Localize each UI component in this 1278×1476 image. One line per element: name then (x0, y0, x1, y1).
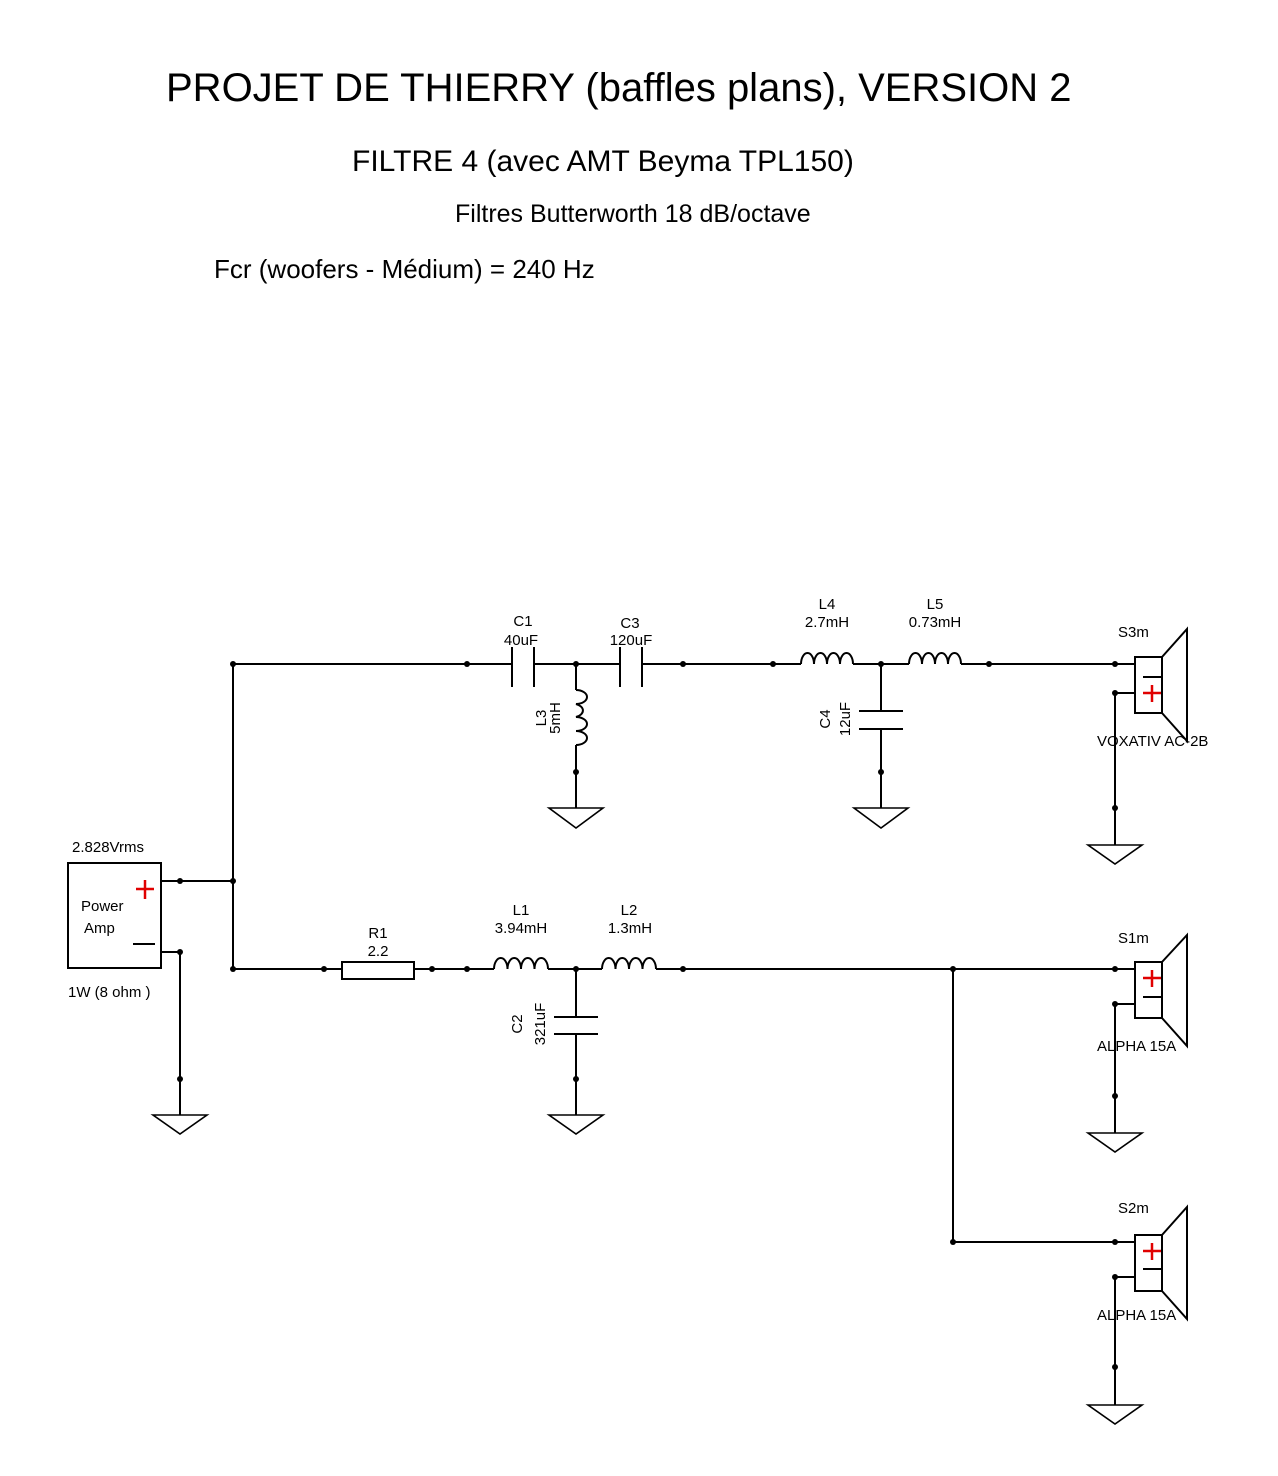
c1-value: 40uF (504, 632, 538, 649)
power-amp-box (67, 862, 162, 969)
c2-value: 321uF (532, 1003, 549, 1046)
l2-value: 1.3mH (608, 920, 652, 937)
l2-ref: L2 (621, 902, 638, 919)
c3-value: 120uF (610, 632, 653, 649)
s3m-ref: S3m (1118, 624, 1149, 641)
capacitor-c4: C4 12uF (817, 702, 903, 736)
s1m-ref: S1m (1118, 930, 1149, 947)
l4-value: 2.7mH (805, 614, 849, 631)
inductor-l1: L1 3.94mH (493, 902, 549, 970)
s3m-model: VOXATIV AC-2B (1097, 733, 1208, 750)
ground-icon (150, 1114, 210, 1135)
c4-ref: C4 (817, 709, 834, 728)
l1-ref: L1 (513, 902, 530, 919)
crossover-frequency-note: Fcr (woofers - Médium) = 240 Hz (214, 254, 595, 284)
filter-type-note: Filtres Butterworth 18 dB/octave (455, 200, 811, 228)
inductor-l4: L4 2.7mH (800, 596, 854, 665)
inductor-l2: L2 1.3mH (601, 902, 657, 970)
speaker-s2m: S2m ALPHA 15A (1097, 1200, 1188, 1324)
page-title: PROJET DE THIERRY (baffles plans), VERSI… (166, 66, 1072, 110)
l5-ref: L5 (927, 596, 944, 613)
grounds (150, 807, 1145, 1425)
ground-icon (1085, 1404, 1145, 1425)
s2m-model: ALPHA 15A (1097, 1307, 1176, 1324)
s1m-model: ALPHA 15A (1097, 1038, 1176, 1055)
page-subtitle: FILTRE 4 (avec AMT Beyma TPL150) (352, 145, 854, 178)
power-amp-label: Power (81, 898, 124, 915)
speaker-s3m: S3m VOXATIV AC-2B (1097, 624, 1208, 750)
junction-dots (177, 661, 1118, 1370)
speaker-s1m: S1m ALPHA 15A (1097, 930, 1188, 1055)
inductor-l5: L5 0.73mH (908, 596, 962, 665)
capacitor-c1: C1 40uF (504, 613, 538, 687)
r1-ref: R1 (368, 925, 387, 942)
ground-icon (546, 807, 606, 829)
c3-ref: C3 (620, 615, 639, 632)
c2-ref: C2 (509, 1014, 526, 1033)
inductor-l3: L3 5mH (533, 689, 588, 746)
wiring (161, 663, 1135, 1405)
ground-icon (1085, 1132, 1145, 1153)
ground-icon (1085, 844, 1145, 865)
power-amp-rating: 1W (8 ohm ) (68, 984, 151, 1001)
l5-value: 0.73mH (909, 614, 962, 631)
c4-value: 12uF (837, 702, 854, 736)
capacitor-c2: C2 321uF (509, 1003, 598, 1046)
s2m-ref: S2m (1118, 1200, 1149, 1217)
capacitor-c3: C3 120uF (610, 615, 653, 687)
power-amp-label: Amp (84, 920, 115, 937)
l3-value: 5mH (547, 702, 564, 734)
l3-ref: L3 (533, 710, 550, 727)
c1-ref: C1 (513, 613, 532, 630)
l4-ref: L4 (819, 596, 836, 613)
l1-value: 3.94mH (495, 920, 548, 937)
power-amp-voltage: 2.828Vrms (72, 839, 144, 856)
ground-icon (851, 807, 911, 829)
r1-value: 2.2 (368, 943, 389, 960)
ground-icon (546, 1114, 606, 1135)
power-amp: 2.828Vrms Power Amp 1W (8 ohm ) (67, 839, 162, 1001)
resistor-r1: R1 2.2 (341, 925, 415, 980)
